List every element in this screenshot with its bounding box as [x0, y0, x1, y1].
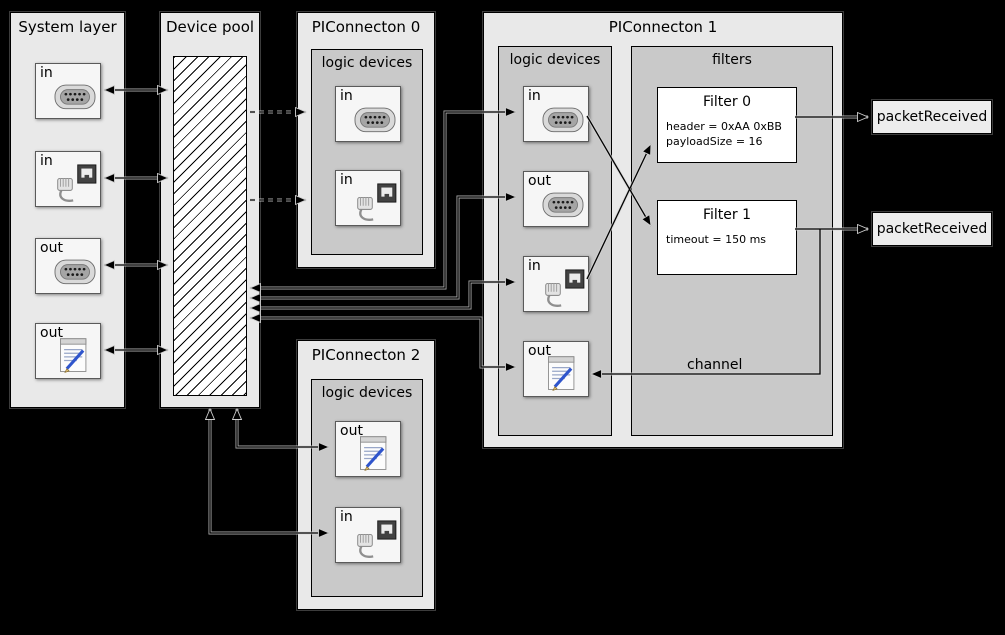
document-icon: [540, 354, 586, 394]
serial-port-icon: [540, 184, 586, 224]
device-box: out: [523, 341, 589, 397]
filter-param: header = 0xAA 0xBB: [666, 120, 782, 133]
packet-received-box: packetReceived: [872, 100, 992, 134]
filters-group: filters Filter 0 header = 0xAA 0xBB payl…: [631, 46, 833, 436]
channel-label: channel: [687, 357, 743, 373]
system-layer-title: System layer: [18, 18, 117, 36]
connecton1-title: PIConnecton 1: [608, 18, 718, 36]
device-box: out: [523, 171, 589, 227]
device-box: in: [523, 86, 589, 142]
logic-devices-title: logic devices: [321, 55, 413, 71]
device-pool-hatch: [173, 56, 247, 396]
device-label: in: [528, 88, 541, 104]
device-label: out: [528, 173, 551, 189]
filter-box: Filter 1 timeout = 150 ms: [657, 200, 797, 275]
packet-received-box: packetReceived: [872, 212, 992, 246]
device-label: out: [40, 240, 63, 256]
device-label: in: [340, 509, 353, 525]
filter-param: timeout = 150 ms: [666, 233, 767, 246]
connecton0-panel: PIConnecton 0 logic devices in in: [297, 12, 435, 268]
filter-box: Filter 0 header = 0xAA 0xBB payloadSize …: [657, 87, 797, 163]
connecton2-panel: PIConnecton 2 logic devices out in: [297, 340, 435, 610]
device-pool-panel: Device pool: [160, 12, 260, 408]
connecton2-title: PIConnecton 2: [311, 346, 421, 364]
device-label: out: [340, 423, 363, 439]
device-label: out: [40, 325, 63, 341]
ethernet-icon: [352, 520, 398, 560]
device-label: in: [40, 153, 53, 169]
logic-devices-group: logic devices out in: [311, 379, 423, 597]
filter-title: Filter 1: [702, 207, 752, 223]
filter-param: payloadSize = 16: [666, 135, 763, 148]
ethernet-icon: [540, 269, 586, 309]
logic-devices-group: logic devices in out in out: [498, 46, 612, 436]
device-box: out: [335, 421, 401, 477]
device-box: in: [335, 507, 401, 563]
serial-port-icon: [352, 99, 398, 139]
device-box: in: [335, 170, 401, 226]
device-label: out: [528, 343, 551, 359]
filter-title: Filter 0: [702, 94, 752, 110]
connecton1-panel: PIConnecton 1 logic devices in out in ou…: [483, 12, 843, 448]
device-label: in: [40, 65, 53, 81]
serial-port-icon: [540, 99, 586, 139]
logic-devices-group: logic devices in in: [311, 49, 423, 255]
system-layer-panel: System layer in in out out: [10, 12, 125, 408]
serial-port-icon: [52, 251, 98, 291]
ethernet-icon: [52, 164, 98, 204]
connecton0-title: PIConnecton 0: [311, 18, 421, 36]
device-label: in: [340, 172, 353, 188]
document-icon: [52, 336, 98, 376]
device-label: in: [528, 258, 541, 274]
device-box: in: [523, 256, 589, 312]
ethernet-icon: [352, 183, 398, 223]
device-box: in: [35, 63, 101, 119]
device-box: out: [35, 238, 101, 294]
device-label: in: [340, 88, 353, 104]
logic-devices-title: logic devices: [321, 385, 413, 401]
device-box: out: [35, 323, 101, 379]
filters-title: filters: [712, 52, 752, 68]
connector-pool-connecton1: [250, 282, 516, 308]
device-pool-title: Device pool: [165, 18, 255, 36]
device-box: in: [335, 86, 401, 142]
logic-devices-title: logic devices: [509, 52, 601, 68]
document-icon: [352, 434, 398, 474]
device-box: in: [35, 151, 101, 207]
serial-port-icon: [52, 76, 98, 116]
